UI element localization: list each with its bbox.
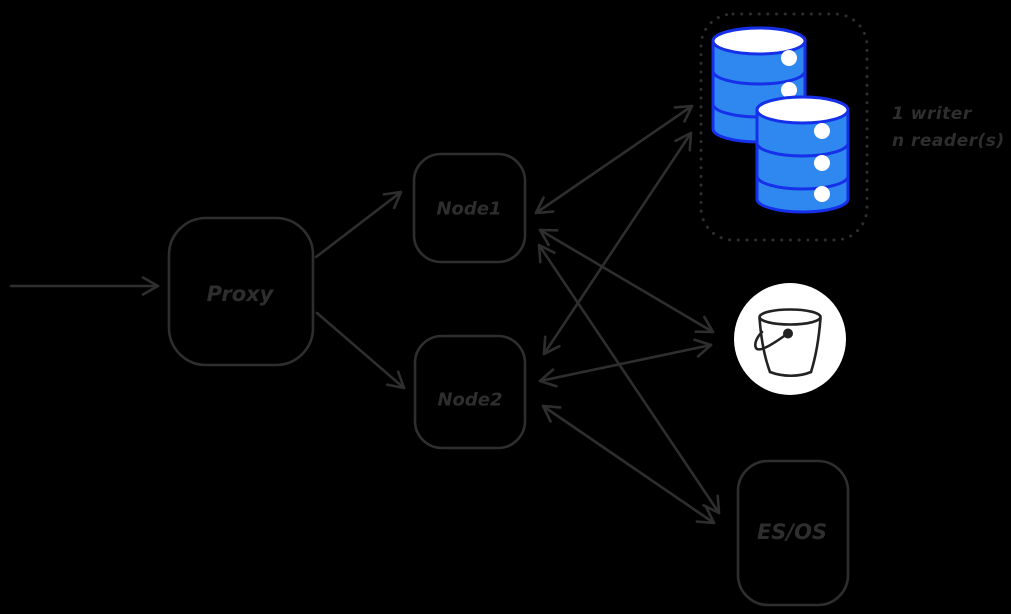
edge-node2-db <box>542 131 693 356</box>
edge-node1-esos <box>537 243 721 515</box>
db-annotation-line2: n reader(s) <box>892 131 1005 151</box>
node1-label: Node1 <box>436 199 501 220</box>
proxy-node-label: Proxy <box>207 282 275 306</box>
bucket-circle-background <box>734 283 846 395</box>
esos-node-box <box>736 459 850 607</box>
edge-proxy-to-node2 <box>315 311 406 390</box>
esos-node-label: ES/OS <box>757 520 827 544</box>
edge-node2-esos <box>541 404 716 525</box>
node2-label: Node2 <box>437 390 502 411</box>
db-cluster-border <box>699 12 869 242</box>
bucket-icon <box>734 283 846 395</box>
database-cylinder-front-icon <box>755 95 850 214</box>
node2-box <box>413 334 527 450</box>
proxy-node-box <box>167 216 315 367</box>
edge-node1-bucket <box>538 228 715 334</box>
node1-box <box>412 152 527 264</box>
bucket-handle-knob <box>783 328 793 339</box>
edge-proxy-to-node1 <box>314 190 403 259</box>
db-annotation-line1: 1 writer <box>892 104 973 124</box>
edge-node1-db <box>534 104 694 215</box>
